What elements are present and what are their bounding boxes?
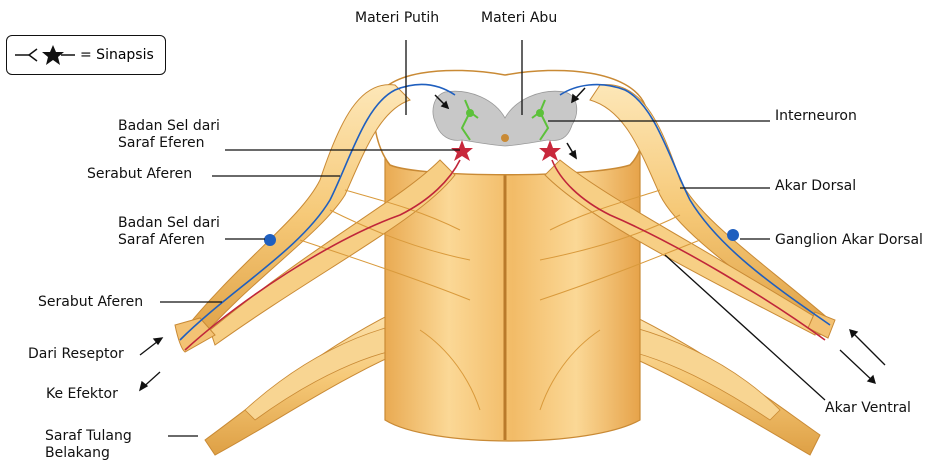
label-serabut-aferen-bottom: Serabut Aferen <box>38 294 143 311</box>
legend-box: = Sinapsis <box>6 35 166 75</box>
left-ganglion-cell-body <box>264 234 276 246</box>
label-ganglion-akar-dorsal: Ganglion Akar Dorsal <box>775 232 923 249</box>
synapse-legend-icon <box>15 43 75 67</box>
label-saraf-tulang-line1: Saraf Tulang <box>45 428 132 445</box>
label-akar-ventral: Akar Ventral <box>825 400 911 417</box>
left-interneuron-body <box>466 109 474 117</box>
label-badan-sel-eferen: Badan Sel dari Saraf Eferen <box>118 118 220 152</box>
label-materi-putih: Materi Putih <box>355 10 439 27</box>
label-badan-sel-eferen-line1: Badan Sel dari <box>118 118 220 135</box>
right-ganglion-cell-body <box>727 229 739 241</box>
label-akar-dorsal: Akar Dorsal <box>775 178 856 195</box>
legend-label: = Sinapsis <box>80 47 154 63</box>
label-saraf-tulang-line2: Belakang <box>45 445 132 462</box>
label-badan-sel-aferen: Badan Sel dari Saraf Aferen <box>118 215 220 249</box>
spinal-cord <box>374 70 646 441</box>
label-dari-reseptor: Dari Reseptor <box>28 346 124 363</box>
label-materi-abu: Materi Abu <box>481 10 557 27</box>
right-interneuron-body <box>536 109 544 117</box>
label-badan-sel-aferen-line1: Badan Sel dari <box>118 215 220 232</box>
label-interneuron: Interneuron <box>775 108 857 125</box>
label-saraf-tulang-belakang: Saraf Tulang Belakang <box>45 428 132 462</box>
label-badan-sel-eferen-line2: Saraf Eferen <box>118 135 220 152</box>
label-ke-efektor: Ke Efektor <box>46 386 118 403</box>
central-canal <box>501 134 509 142</box>
label-badan-sel-aferen-line2: Saraf Aferen <box>118 232 220 249</box>
label-serabut-aferen-top: Serabut Aferen <box>87 166 192 183</box>
